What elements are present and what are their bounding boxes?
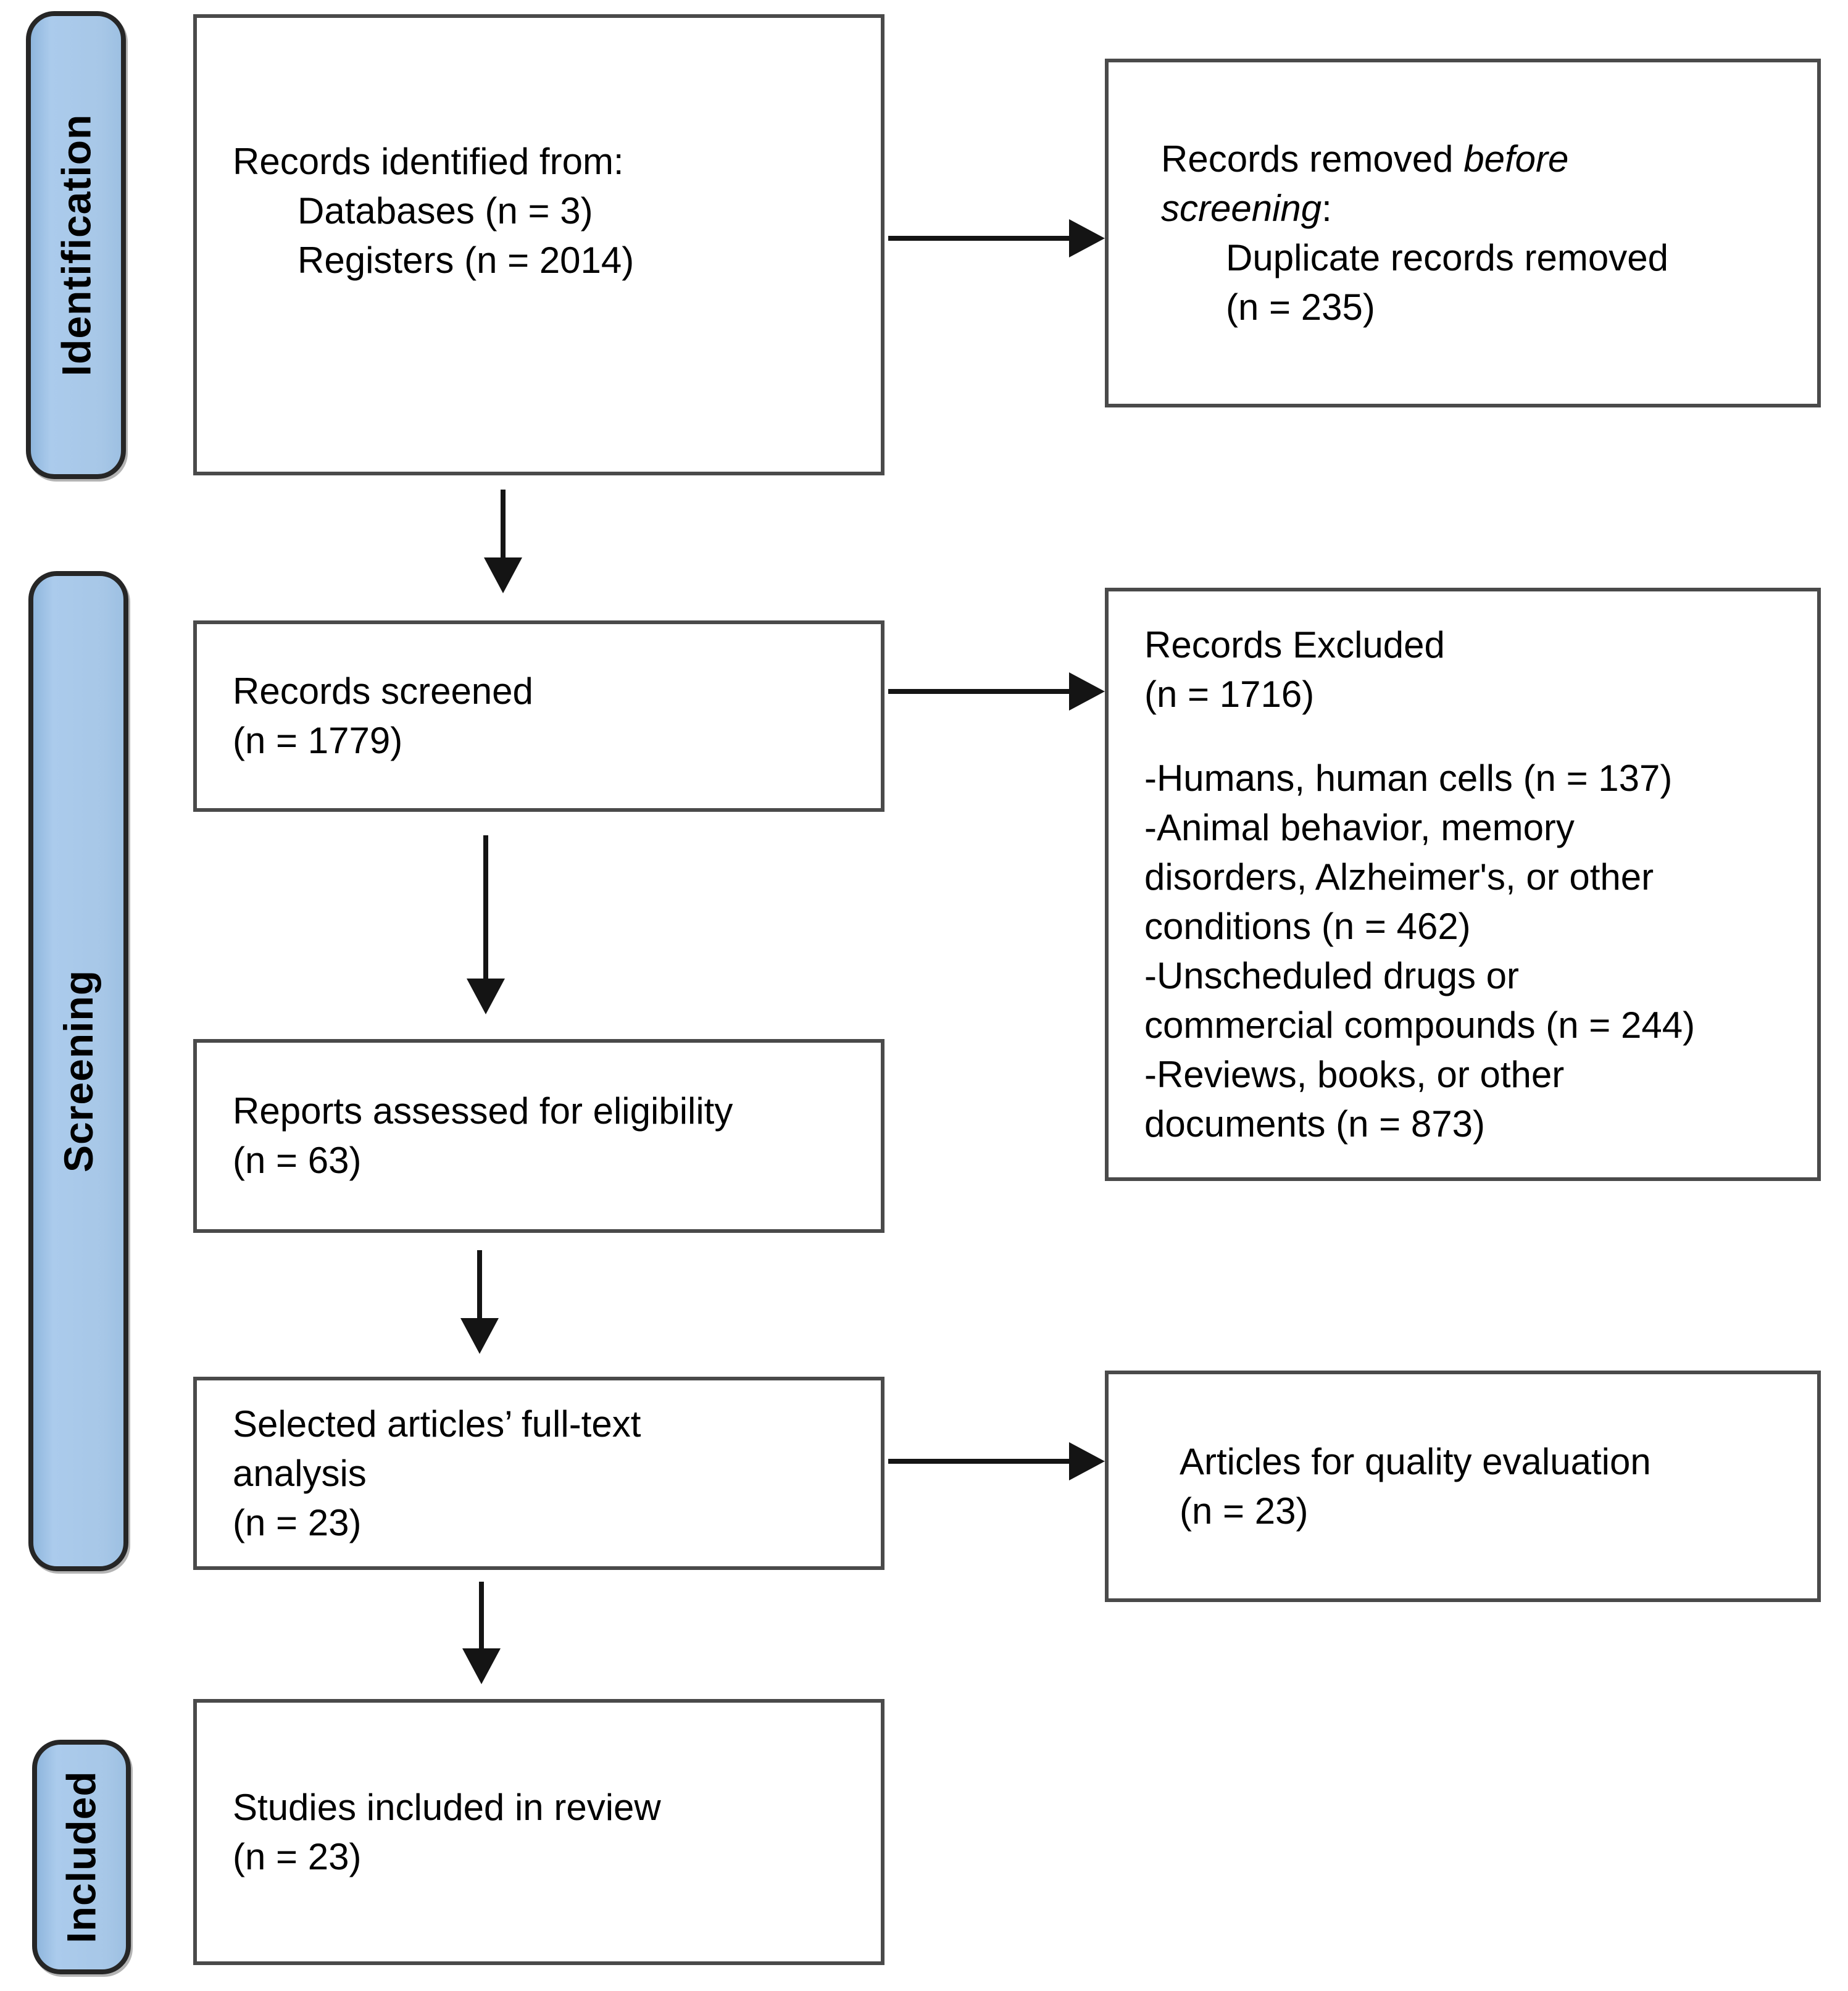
text-line: -Humans, human cells (n = 137) — [1144, 757, 1673, 799]
phase-bar-included: Included — [32, 1740, 131, 1974]
box-text-quality-evaluation: Articles for quality evaluation (n = 23) — [1180, 1437, 1799, 1536]
flow-box-quality-evaluation: Articles for quality evaluation (n = 23) — [1105, 1371, 1821, 1602]
box-text-full-text-analysis: Selected articles’ full-text analysis (n =… — [233, 1400, 862, 1548]
text-line: Records Excluded — [1144, 624, 1445, 666]
flow-box-full-text-analysis: Selected articles’ full-text analysis (n =… — [193, 1377, 884, 1570]
phase-label-identification: Identification — [53, 114, 99, 377]
text-line: -Reviews, books, or other — [1144, 1053, 1565, 1095]
phase-label-included: Included — [59, 1771, 105, 1943]
text-line: Duplicate records removed — [1226, 236, 1668, 278]
phase-bar-screening: Screening — [28, 571, 128, 1571]
text-line: Reports assessed for eligibility — [233, 1090, 733, 1132]
arrow-identified-to-screened — [501, 490, 506, 557]
text-line: Records screened — [233, 670, 533, 712]
flow-box-records-identified: Records identified from: Databases (n = 3… — [193, 14, 884, 475]
text-line: (n = 23) — [233, 1835, 362, 1877]
box-text-records-removed: Records removed before screening: Duplicat… — [1161, 135, 1799, 332]
box-text-records-identified: Records identified from: Databases (n = 3… — [233, 137, 862, 285]
box-text-records-excluded: Records Excluded (n = 1716) -Humans, huma… — [1144, 620, 1799, 1149]
text-line: (n = 23) — [1180, 1490, 1309, 1532]
text-line: conditions (n = 462) — [1144, 905, 1471, 947]
text-line: -Animal behavior, memory — [1144, 806, 1575, 848]
arrow-identified-to-removed — [888, 236, 1069, 241]
text-line: commercial compounds (n = 244) — [1144, 1004, 1696, 1046]
text-line: (n = 235) — [1226, 286, 1375, 328]
text-line: Records removed before — [1161, 138, 1569, 180]
text-line: analysis — [233, 1452, 367, 1494]
text-line — [1144, 719, 1799, 754]
arrow-assessed-to-fulltext — [477, 1250, 482, 1318]
text-line: Registers (n = 2014) — [298, 239, 635, 281]
box-text-studies-included: Studies included in review (n = 23) — [233, 1783, 862, 1882]
text-line: Databases (n = 3) — [298, 190, 593, 232]
text-line: Selected articles’ full-text — [233, 1403, 641, 1445]
flow-box-studies-included: Studies included in review (n = 23) — [193, 1699, 884, 1965]
phase-bar-identification: Identification — [26, 11, 126, 479]
flow-box-reports-assessed: Reports assessed for eligibility (n = 63) — [193, 1039, 884, 1233]
phase-label-screening: Screening — [56, 969, 102, 1173]
text-line: disorders, Alzheimer's, or other — [1144, 856, 1654, 898]
text-line: documents (n = 873) — [1144, 1103, 1485, 1145]
text-line: -Unscheduled drugs or — [1144, 954, 1520, 996]
text-line: screening: — [1161, 187, 1332, 229]
text-line: (n = 1716) — [1144, 673, 1315, 715]
text-line: (n = 23) — [233, 1501, 362, 1543]
arrow-screened-to-assessed — [483, 835, 488, 979]
arrow-fulltext-to-included — [479, 1582, 484, 1648]
text-line: Articles for quality evaluation — [1180, 1440, 1651, 1482]
text-line: Records identified from: — [233, 140, 624, 182]
flow-box-records-screened: Records screened (n = 1779) — [193, 620, 884, 812]
arrow-screened-to-excluded — [888, 689, 1069, 694]
flow-box-records-excluded: Records Excluded (n = 1716) -Humans, huma… — [1105, 588, 1821, 1181]
text-line: (n = 63) — [233, 1140, 362, 1181]
box-text-records-screened: Records screened (n = 1779) — [233, 667, 862, 766]
text-line: Studies included in review — [233, 1786, 661, 1828]
text-line: (n = 1779) — [233, 720, 403, 761]
flow-box-records-removed: Records removed before screening: Duplicat… — [1105, 59, 1821, 407]
box-text-reports-assessed: Reports assessed for eligibility (n = 63) — [233, 1087, 862, 1185]
arrow-fulltext-to-quality — [888, 1459, 1069, 1464]
